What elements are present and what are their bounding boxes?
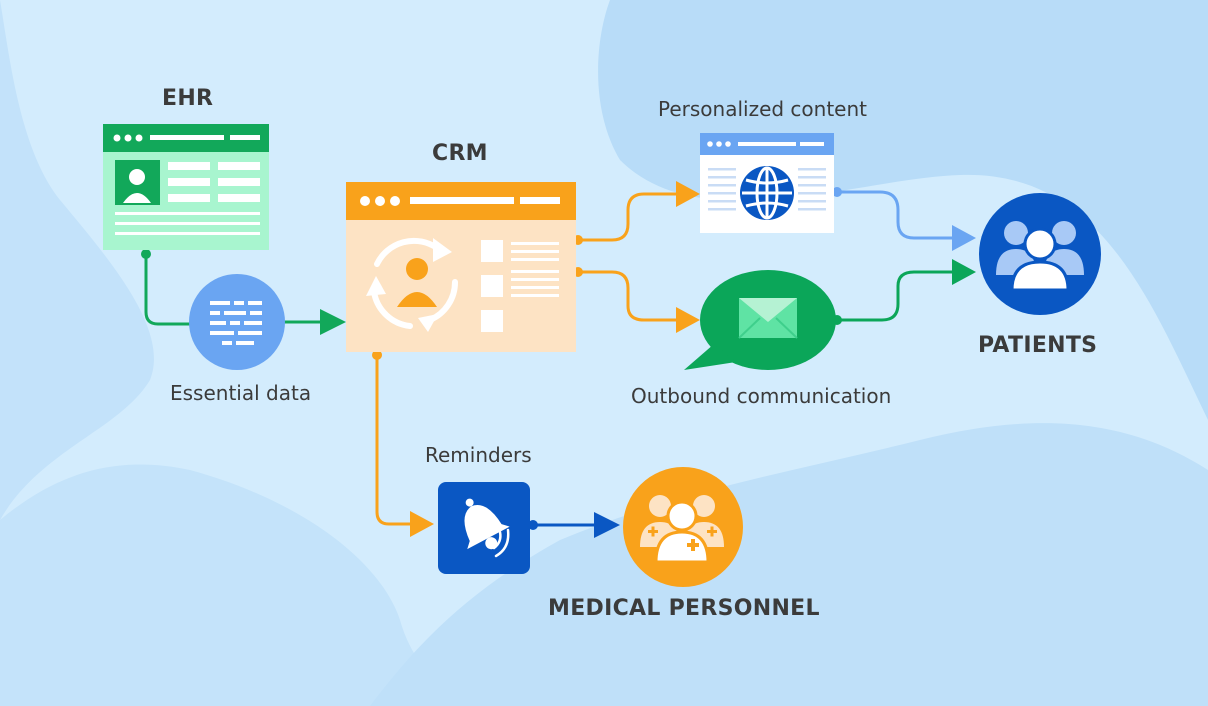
- ehr-label: EHR: [162, 86, 214, 111]
- background-blob-bottom: [0, 464, 520, 706]
- ehr-window-icon: [103, 124, 269, 250]
- essential-data-label: Essential data: [170, 381, 312, 405]
- connector-reminders-to-medical: [528, 512, 620, 538]
- connector-crm-to-reminders: [372, 350, 434, 537]
- reminders-label: Reminders: [425, 443, 532, 467]
- background-blob-top-right: [598, 0, 1208, 420]
- medical-staff-icon: [623, 467, 743, 587]
- globe-window-icon: [700, 133, 834, 233]
- patients-group-icon: [979, 193, 1101, 315]
- connector-outbound-to-patients: [832, 259, 976, 325]
- patients-label: PATIENTS: [978, 333, 1098, 358]
- connector-crm-to-outbound: [573, 267, 700, 333]
- background-blob-left: [0, 0, 154, 520]
- bell-icon: [438, 482, 530, 574]
- outbound-communication-label: Outbound communication: [631, 384, 892, 408]
- connector-data-to-crm: [282, 309, 346, 335]
- background-blob-bottom-right: [370, 423, 1208, 706]
- connector-personalized-to-patients: [832, 187, 976, 251]
- personalized-content-label: Personalized content: [658, 97, 868, 121]
- medical-personnel-label: MEDICAL PERSONNEL: [548, 596, 820, 621]
- connector-ehr-to-data: [141, 249, 192, 326]
- crm-window-icon: [346, 182, 576, 352]
- crm-label: CRM: [432, 141, 488, 166]
- data-lines-icon: [189, 274, 285, 370]
- envelope-speech-bubble-icon: [684, 270, 836, 370]
- connector-crm-to-personalized: [573, 181, 700, 245]
